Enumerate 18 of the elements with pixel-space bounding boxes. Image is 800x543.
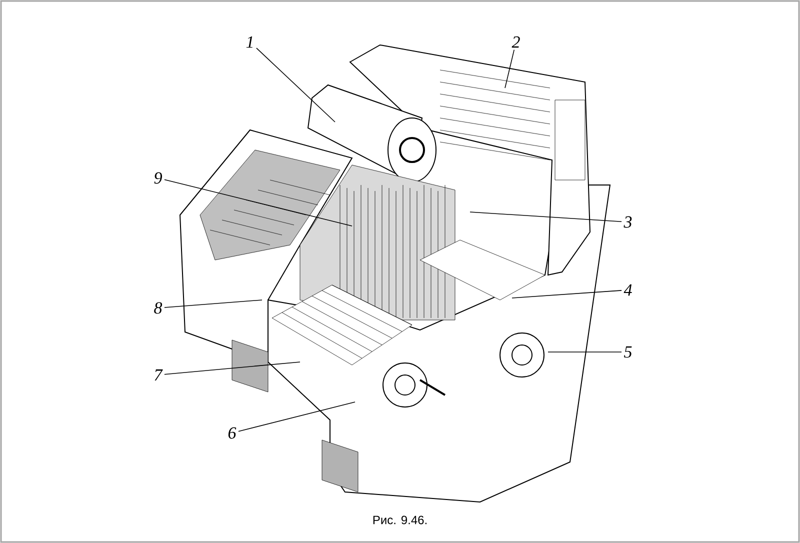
leader-line <box>164 179 352 226</box>
callout-number: 8 <box>154 302 162 314</box>
leader-line <box>256 48 336 122</box>
leader-line <box>504 49 515 88</box>
callout-number: 3 <box>624 216 632 228</box>
leader-line <box>238 402 356 432</box>
callout-number: 7 <box>154 369 163 381</box>
callout-number: 6 <box>228 427 236 439</box>
leader-line <box>512 290 622 298</box>
leader-line <box>164 362 300 375</box>
callout-number: 2 <box>512 36 520 48</box>
callout-number: 5 <box>624 346 632 358</box>
caption: Рис. 9.46. <box>373 516 426 524</box>
callout-number: 9 <box>154 172 162 184</box>
callout-number: 1 <box>246 36 252 48</box>
leader-line <box>164 300 262 308</box>
leader-line <box>470 212 622 222</box>
callout-number: 4 <box>624 284 632 296</box>
